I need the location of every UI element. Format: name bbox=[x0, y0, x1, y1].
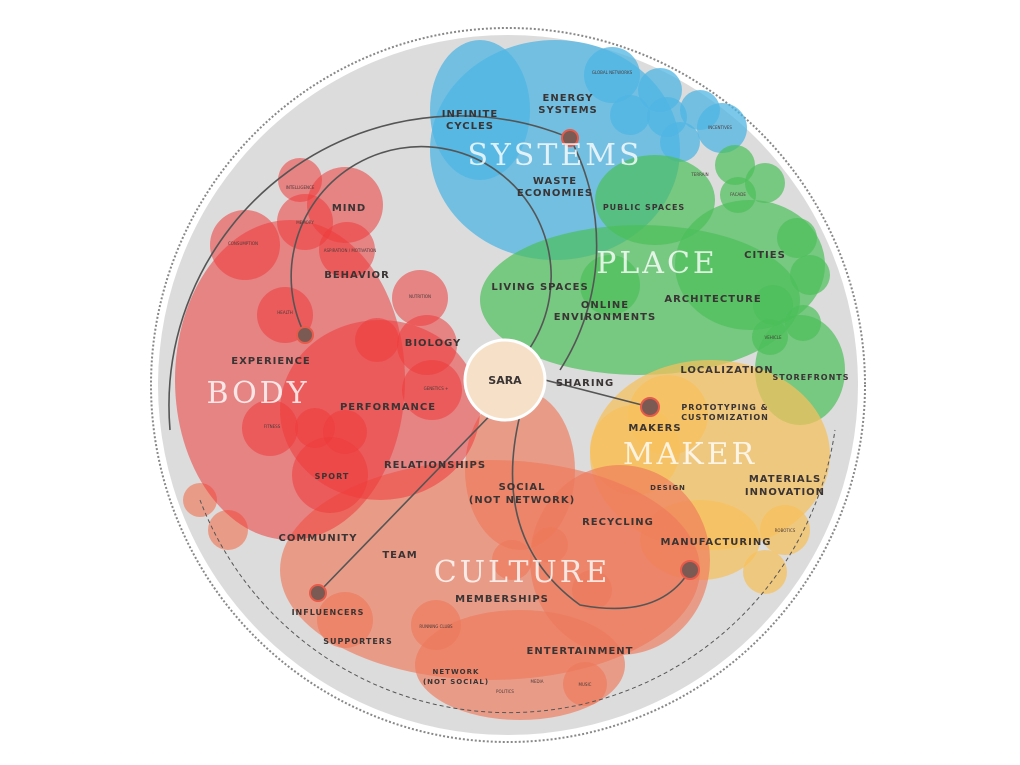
label-recycling: RECYCLING bbox=[582, 517, 654, 528]
label-memory: MEMORY bbox=[296, 220, 314, 225]
label-sharing: SHARING bbox=[556, 378, 614, 389]
label-terrain: TERRAIN bbox=[690, 172, 708, 177]
label-community: COMMUNITY bbox=[278, 533, 357, 544]
label-makers: MAKERS bbox=[628, 423, 681, 434]
label-robotics: ROBOTICS bbox=[775, 528, 796, 533]
label-waste-economies-0: WASTE bbox=[533, 176, 577, 187]
label-public-spaces: PUBLIC SPACES bbox=[603, 203, 685, 212]
label-music: MUSIC bbox=[579, 682, 592, 687]
label-materials-0: MATERIALS bbox=[749, 474, 821, 485]
label-experience: EXPERIENCE bbox=[231, 356, 311, 367]
label-network-1: (NOT SOCIAL) bbox=[423, 678, 489, 686]
label-manufacturing: MANUFACTURING bbox=[661, 537, 772, 548]
label-mind: MIND bbox=[332, 203, 366, 214]
label-social-0: SOCIAL bbox=[499, 482, 546, 493]
label-prototyping-0: PROTOTYPING & bbox=[681, 403, 768, 412]
label-running-clubs: RUNNING CLUBS bbox=[419, 624, 453, 629]
label-entertainment: ENTERTAINMENT bbox=[527, 646, 634, 657]
label-relationships: RELATIONSHIPS bbox=[384, 460, 486, 471]
label-storefronts: STOREFRONTS bbox=[773, 373, 850, 382]
label-fitness: FITNESS bbox=[264, 424, 281, 429]
label-politics: POLITICS bbox=[496, 689, 514, 694]
label-energy-systems-1: SYSTEMS bbox=[538, 105, 597, 116]
label-nutrition: NUTRITION bbox=[409, 294, 431, 299]
label-performance: PERFORMANCE bbox=[340, 402, 436, 413]
body-cluster bbox=[175, 158, 480, 540]
label-genetics: GENETICS + bbox=[424, 386, 449, 391]
group-place: PLACE bbox=[596, 246, 718, 281]
label-online-env-1: ENVIRONMENTS bbox=[554, 312, 656, 323]
connection-arcs bbox=[168, 115, 836, 714]
label-incentives: INCENTIVES bbox=[708, 125, 732, 130]
topic-labels: INFINITE CYCLES ENERGY SYSTEMS WASTE ECO… bbox=[231, 93, 850, 686]
label-prototyping-1: CUSTOMIZATION bbox=[681, 413, 769, 422]
label-behavior: BEHAVIOR bbox=[324, 270, 390, 281]
label-supporters: SUPPORTERS bbox=[323, 637, 392, 646]
label-energy-systems-0: ENERGY bbox=[543, 93, 594, 104]
group-maker: MAKER bbox=[623, 437, 757, 472]
label-online-env-0: ONLINE bbox=[581, 300, 629, 311]
place-cluster bbox=[480, 145, 845, 425]
label-intelligence: INTELLIGENCE bbox=[286, 185, 315, 190]
label-health: HEALTH bbox=[277, 310, 292, 315]
label-memberships: MEMBERSHIPS bbox=[455, 594, 549, 605]
outer-dotted-ring bbox=[150, 27, 866, 743]
label-biology: BIOLOGY bbox=[405, 338, 462, 349]
label-: SARA bbox=[488, 374, 522, 387]
hub-nodes bbox=[296, 129, 700, 602]
label-living-spaces: LIVING SPACES bbox=[491, 282, 588, 293]
culture-cluster bbox=[183, 390, 710, 720]
label-media: MEDIA bbox=[531, 679, 544, 684]
label-global-networks: GLOBAL NETWORKS bbox=[592, 70, 633, 75]
label-materials-1: INNOVATION bbox=[745, 487, 825, 498]
label-cities: CITIES bbox=[744, 250, 786, 261]
subtopic-labels: GLOBAL NETWORKS INCENTIVES TERRAIN FACAD… bbox=[228, 70, 796, 694]
group-titles: SYSTEMS PLACE MAKER CULTURE BODY bbox=[206, 138, 757, 590]
label-consumption: CONSUMPTION bbox=[228, 241, 258, 246]
label-sport: SPORT bbox=[315, 472, 350, 481]
label-team: TEAM bbox=[382, 550, 417, 561]
label-aspiration: ASPIRATION / MOTIVATION bbox=[324, 248, 376, 253]
label-vehicle: VEHICLE bbox=[765, 335, 782, 340]
label-social-1: (NOT NETWORK) bbox=[469, 495, 575, 506]
group-systems: SYSTEMS bbox=[467, 138, 642, 173]
label-facade: FACADE bbox=[730, 192, 746, 197]
label-localization: LOCALIZATION bbox=[680, 365, 773, 376]
label-waste-economies-1: ECONOMIES bbox=[517, 188, 593, 199]
label-influencers: INFLUENCERS bbox=[292, 608, 365, 617]
group-body: BODY bbox=[206, 376, 309, 411]
label-infinite-cycles-0: INFINITE bbox=[442, 109, 498, 120]
label-architecture: ARCHITECTURE bbox=[664, 294, 761, 305]
group-culture: CULTURE bbox=[434, 555, 611, 590]
label-design: DESIGN bbox=[650, 484, 686, 492]
sara-center[interactable]: SARA bbox=[463, 338, 547, 422]
label-network-0: NETWORK bbox=[433, 668, 480, 676]
label-infinite-cycles-1: CYCLES bbox=[446, 121, 494, 132]
